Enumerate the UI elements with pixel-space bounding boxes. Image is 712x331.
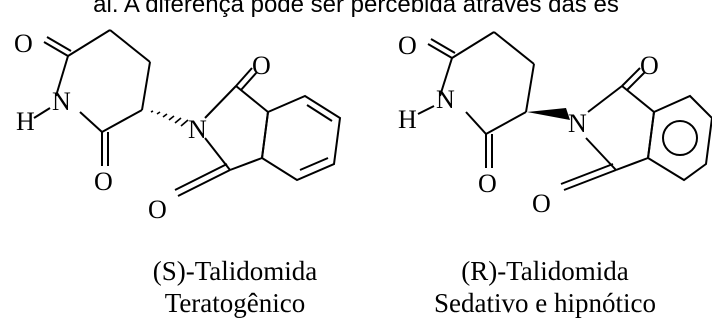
s-thalidomide-structure: O N H O N O O	[14, 29, 342, 224]
s-phthalimide-group	[174, 67, 342, 197]
r-phthalimide-group	[560, 67, 712, 191]
r-solid-wedge-bond	[527, 108, 570, 120]
r-carbonyl-oxygen-bottom: O	[478, 169, 497, 198]
r-phthalimide-oxygen-bottom: O	[532, 189, 551, 218]
s-hashed-wedge-bond	[150, 110, 189, 127]
s-thalidomide-name: (S)-Talidomida	[152, 256, 318, 286]
r-hydrogen: H	[398, 105, 417, 134]
s-hydrogen: H	[16, 107, 35, 136]
s-thalidomide-activity: Teratogênico	[164, 288, 306, 318]
s-phthalimide-oxygen-top: O	[252, 51, 271, 80]
r-carbonyl-oxygen-top: O	[398, 31, 417, 60]
r-thalidomide-caption: (R)-Talidomida Sedativo e hipnótico	[400, 255, 690, 319]
r-thalidomide-name: (R)-Talidomida	[461, 256, 629, 286]
r-phthalimide-nitrogen: N	[568, 109, 587, 138]
r-glutarimide-ring	[417, 31, 535, 168]
s-phthalimide-oxygen-bottom: O	[148, 195, 167, 224]
r-imide-nitrogen: N	[436, 85, 455, 114]
s-phthalimide-nitrogen: N	[188, 115, 207, 144]
s-thalidomide-caption: (S)-Talidomida Teratogênico	[130, 255, 340, 319]
r-phthalimide-oxygen-top: O	[640, 51, 659, 80]
s-glutarimide-ring	[33, 29, 151, 166]
r-thalidomide-activity: Sedativo e hipnótico	[434, 288, 656, 318]
s-carbonyl-oxygen-bottom: O	[94, 167, 113, 196]
s-carbonyl-oxygen-top: O	[14, 29, 33, 58]
cropped-top-text: al. A diferença pode ser percebida atrav…	[93, 0, 619, 18]
r-thalidomide-structure: O N H O N O O	[398, 31, 712, 218]
s-imide-nitrogen: N	[52, 87, 71, 116]
